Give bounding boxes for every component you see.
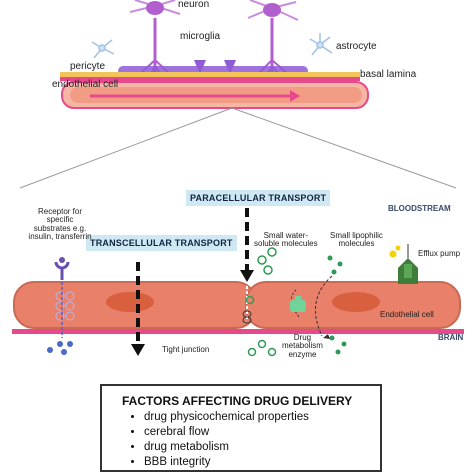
lipophilic-line-1: Small lipophilic [330,231,383,240]
receptor-line-1: Receptor for [37,207,83,216]
label-microglia: microglia [180,31,221,42]
water-soluble-line-1: Small water- [263,231,309,240]
label-efflux-pump: Efflux pump [418,249,461,258]
label-small-lipophilic: Small lipophilic molecules [330,231,383,249]
label-bloodstream: BLOODSTREAM [388,204,451,213]
factors-list: drug physicochemical properties cerebral… [130,410,309,470]
label-paracellular-transport: PARACELLULAR TRANSPORT [186,190,331,206]
neuron-right [247,0,299,77]
factors-box: FACTORS AFFECTING DRUG DELIVERY drug phy… [100,384,382,472]
label-receptor: Receptor for specific substrates e.g. in… [14,207,106,242]
zoom-line-left [19,107,233,189]
label-transcellular-transport: TRANSCELLULAR TRANSPORT [86,235,237,251]
lipophilic-line-2: molecules [338,239,375,249]
label-pericyte: pericyte [70,61,106,72]
factor-item: BBB integrity [144,455,309,470]
pericyte-layer [60,72,360,77]
astrocyte-shape [91,33,333,59]
label-neuron: neuron [178,0,210,10]
enzyme-icon [290,296,306,312]
label-drug-metabolism-enzyme: Drug metabolism enzyme [282,333,323,359]
lipophilic-path-head [323,334,330,339]
factor-item: drug physicochemical properties [144,410,309,425]
label-basal-lamina: basal lamina [360,69,417,80]
enzyme-line-2: metabolism [282,341,323,351]
label-endothelial-cell-top: endothelial cell [52,79,119,90]
water-soluble-molecules [245,247,277,357]
label-tight-junction: Tight junction [162,345,210,354]
efflux-pump-icon [389,244,418,284]
water-soluble-line-2: soluble molecules [254,239,318,249]
factor-item: drug metabolism [144,440,309,455]
receptor-line-4: insulin, transferrin [28,232,92,242]
label-brain: BRAIN [438,333,464,342]
factor-item: cerebral flow [144,425,309,440]
receptor-icon [54,257,70,338]
receptor-line-2: specific [46,215,74,225]
transcellular-arrowhead [131,344,145,356]
basal-lamina-bottom [12,329,464,334]
vesicles [55,291,75,321]
receptor-molecules [47,341,73,355]
nucleus-right [332,292,380,312]
zoom-line-right [231,107,457,189]
enzyme-line-3: enzyme [288,349,317,359]
factors-title: FACTORS AFFECTING DRUG DELIVERY [122,394,353,408]
label-endothelial-cell: Endothelial cell [380,310,434,319]
neuron-left [129,0,181,77]
label-small-water-soluble: Small water- soluble molecules [254,231,318,249]
lipophilic-molecules [327,255,347,355]
receptor-line-3: substrates e.g. [33,223,87,233]
nucleus-left [106,292,154,312]
lipophilic-path [315,275,333,337]
label-astrocyte: astrocyte [336,41,377,52]
flow-arrow-head [290,90,300,102]
enzyme-line-1: Drug [293,333,312,342]
tight-junction-shape [242,310,252,324]
basal-lamina-line [60,77,360,81]
paracellular-arrowhead [240,270,254,282]
